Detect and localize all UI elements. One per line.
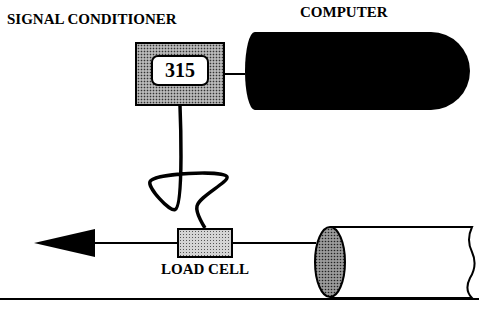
force-arrowhead (34, 229, 95, 257)
readout-display: 315 (151, 55, 209, 86)
data-link (225, 73, 245, 75)
cylinder-body (330, 227, 475, 298)
load-cell-box: LOAD CELL (177, 228, 233, 258)
cylinder-end (315, 227, 345, 297)
component-label: SIGNAL CONDITIONER (7, 11, 177, 28)
component-label: LOAD CELL (161, 261, 249, 278)
readout-value: 315 (165, 59, 195, 82)
sensor-cable (150, 106, 227, 228)
signal-conditioner-box: SIGNAL CONDITIONER315 (135, 42, 225, 106)
computer-unit: COMPUTER (245, 32, 470, 110)
component-label: COMPUTER (300, 4, 388, 21)
pull-line (233, 242, 316, 244)
